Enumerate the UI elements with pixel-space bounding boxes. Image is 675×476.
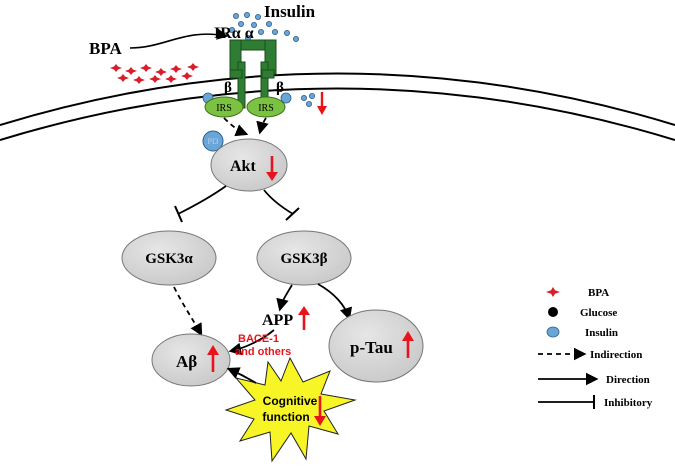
insulin-title-label: Insulin <box>264 2 316 21</box>
akt-down-arrow-icon <box>266 156 278 181</box>
legend: BPA Glucose Insulin Indirection Directio… <box>538 287 653 409</box>
legend-label-direction: Direction <box>606 374 650 386</box>
bpa-star-icon <box>546 287 560 297</box>
gsk3a-label: GSK3α <box>145 251 193 267</box>
abeta-up-arrow-icon <box>207 345 219 372</box>
cognitive-to-abeta-arrow <box>226 367 257 384</box>
app-to-abeta-arrow <box>228 329 275 356</box>
gsk3a-to-abeta-dashed-arrow <box>173 286 203 337</box>
gsk3b-inhibit-bar <box>285 207 300 221</box>
akt-node <box>210 138 288 192</box>
legend-label-inhibitory: Inhibitory <box>604 397 653 409</box>
irs-right-to-akt-dashed-arrow <box>256 117 269 135</box>
beta-right-label: β <box>276 80 284 96</box>
bace-label-line2: and others <box>235 346 291 358</box>
irs-right-label: IRS <box>258 103 274 114</box>
cognitive-down-arrow-icon <box>314 396 326 426</box>
akt-inhibits-gsk3b-line <box>263 189 294 215</box>
ptau-label: p-Tau <box>350 338 393 357</box>
irs-right-node <box>246 96 286 118</box>
receptor-label: IRα α <box>214 25 254 42</box>
gsk3b-label: GSK3β <box>280 251 327 267</box>
bace-label-line1: BACE-1 <box>238 333 279 345</box>
beta-left-label: β <box>224 80 232 96</box>
insulin-cluster-top <box>228 11 299 43</box>
membrane-inner-line <box>0 87 675 141</box>
irs-left-node <box>204 96 244 118</box>
gsk3a-node <box>121 230 217 286</box>
gsk3b-node <box>256 230 352 286</box>
irs-left-label: IRS <box>216 103 232 114</box>
akt-inhibits-gsk3a-line <box>177 185 227 215</box>
legend-label-glucose: Glucose <box>580 307 617 319</box>
insulin-dot-icon <box>546 326 560 338</box>
bpa-label: BPA <box>89 39 122 58</box>
abeta-label: Aβ <box>176 352 197 371</box>
cognitive-label-line2: function <box>262 410 309 424</box>
pi3-node <box>202 130 224 152</box>
abeta-node <box>151 333 231 387</box>
legend-label-insulin: Insulin <box>585 327 618 339</box>
ptau-up-arrow-icon <box>402 331 414 358</box>
legend-label-indirection: Indirection <box>590 349 642 361</box>
gsk3a-inhibit-bar <box>174 205 183 223</box>
gsk3b-to-app-arrow <box>276 284 293 312</box>
bpa-star-cluster <box>110 63 199 84</box>
insulin-cluster-right <box>300 93 315 108</box>
pi3k-dot-right <box>280 92 292 104</box>
cognitive-label-line1: Cognitive <box>263 394 318 408</box>
app-label: APP <box>262 312 293 329</box>
gsk3b-to-ptau-arrow <box>317 283 353 321</box>
app-up-arrow-icon <box>298 306 310 330</box>
akt-label: Akt <box>230 158 256 175</box>
membrane-outer-line <box>0 72 675 126</box>
ptau-node <box>328 309 424 383</box>
bpa-to-receptor-arrow <box>129 28 229 49</box>
irs-left-to-akt-dashed-arrow <box>223 117 249 137</box>
insulin-receptor <box>229 39 277 109</box>
pi3-label: PI3 <box>207 137 218 146</box>
inhibit-line-icon <box>538 395 595 409</box>
insulin-down-arrow-icon <box>317 92 327 115</box>
glucose-dot-icon <box>548 307 558 317</box>
legend-label-bpa: BPA <box>588 287 609 299</box>
